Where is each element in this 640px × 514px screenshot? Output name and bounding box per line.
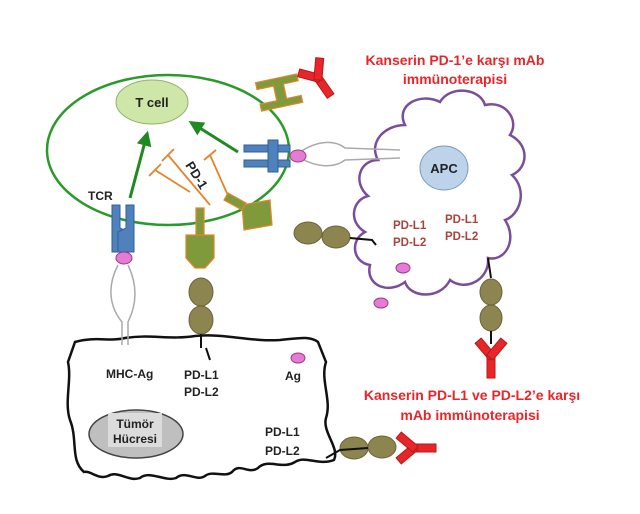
free-antigen-1: [395, 262, 411, 274]
apc-ligand-bead-1: [293, 221, 323, 245]
tcr-activation-arrow: [128, 130, 152, 199]
tumor-ligand-bead-1: [188, 277, 214, 307]
apc-mhc-stalk: [299, 141, 401, 167]
apc-cell: APC PD-L1 PD-L2 PD-L1 PD-L2: [352, 89, 526, 296]
anti-pd1-antibody: [297, 57, 335, 100]
tumor-label-line2: Hücresi: [113, 432, 157, 446]
tumor-cell: Tümör Hücresi MHC-Ag PD-L1 PD-L2 Ag PD-L…: [66, 334, 337, 481]
pd1-receptors: [185, 73, 304, 269]
apc-pdl1-right: PD-L1: [445, 214, 479, 226]
free-antigens: [290, 262, 411, 364]
tumor-mhc-stalk: [110, 264, 136, 345]
inhibition-signals: [148, 148, 231, 206]
pd1-stalk-apc: [223, 192, 247, 211]
mhc-ag-label: MHC-Ag: [106, 367, 153, 381]
apc-ligand-bead-4: [479, 304, 503, 332]
pd1-receptor-stalk-tumor: [195, 207, 205, 236]
apc-pdl1-left: PD-L1: [393, 220, 427, 232]
t-cell-label: T cell: [135, 95, 168, 110]
apc-membrane: [352, 89, 526, 296]
tumor-pdl1-top: PD-L1: [184, 368, 219, 382]
tcr-label: TCR: [88, 189, 113, 203]
tumor-pdl2-bottom: PD-L2: [265, 444, 300, 458]
apc-ligand-bead-3: [479, 278, 503, 306]
apc-nucleus: [419, 145, 469, 191]
inhibition-line-3: [203, 149, 231, 201]
pd1-label: PD-1: [182, 159, 210, 192]
apc-pdl2-right: PD-L2: [445, 231, 478, 243]
pd-ligands: [188, 221, 503, 460]
tumor-antigen-on-tcr: [115, 251, 133, 265]
pd1-receptor-top: [254, 73, 304, 112]
pd1-receptor-tumor: [185, 234, 215, 269]
apc-antigen: [289, 149, 307, 163]
antibodies: [297, 57, 508, 465]
anti-pdl-annotation-line2: mAb immünoterapisi: [400, 407, 539, 423]
tumor-ligand-bead-4: [367, 435, 397, 459]
free-antigen-3: [290, 352, 306, 364]
free-antigen-2: [373, 297, 389, 309]
tumor-pdl2-top: PD-L2: [184, 385, 219, 399]
ligand-stalks: [200, 237, 492, 459]
tumor-pdl1-bottom: PD-L1: [265, 425, 300, 439]
apc-tcr-receptor: [243, 139, 291, 173]
tumor-ligand-bead-2: [188, 305, 214, 335]
tumor-label-box: [108, 413, 162, 447]
anti-pd1-annotation-line1: Kanserin PD-1’e karşı mAb: [366, 52, 545, 68]
activation-arrows: [128, 121, 239, 199]
anti-pdl-antibody-tumor: [395, 431, 437, 465]
pd1-receptor-apc: [241, 199, 273, 231]
anti-pdl-annotation-line1: Kanserin PD-L1 ve PD-L2’e karşı: [364, 387, 580, 403]
inhibition-line-1: [148, 163, 191, 193]
tcr-receptor: [111, 204, 135, 253]
t-cell-nucleus: [115, 79, 189, 125]
apc-label: APC: [430, 161, 458, 176]
inhibition-line-2: [161, 148, 211, 206]
apc-pdl2-left: PD-L2: [393, 237, 426, 249]
tumor-label-line1: Tümör: [116, 417, 154, 431]
apc-activation-arrow: [188, 121, 239, 154]
anti-pdl-antibody-apc: [474, 337, 508, 379]
anti-pd1-annotation-line2: immünoterapisi: [403, 71, 507, 87]
apc-ligand-bead-2: [321, 225, 351, 249]
ag-label: Ag: [285, 369, 301, 383]
